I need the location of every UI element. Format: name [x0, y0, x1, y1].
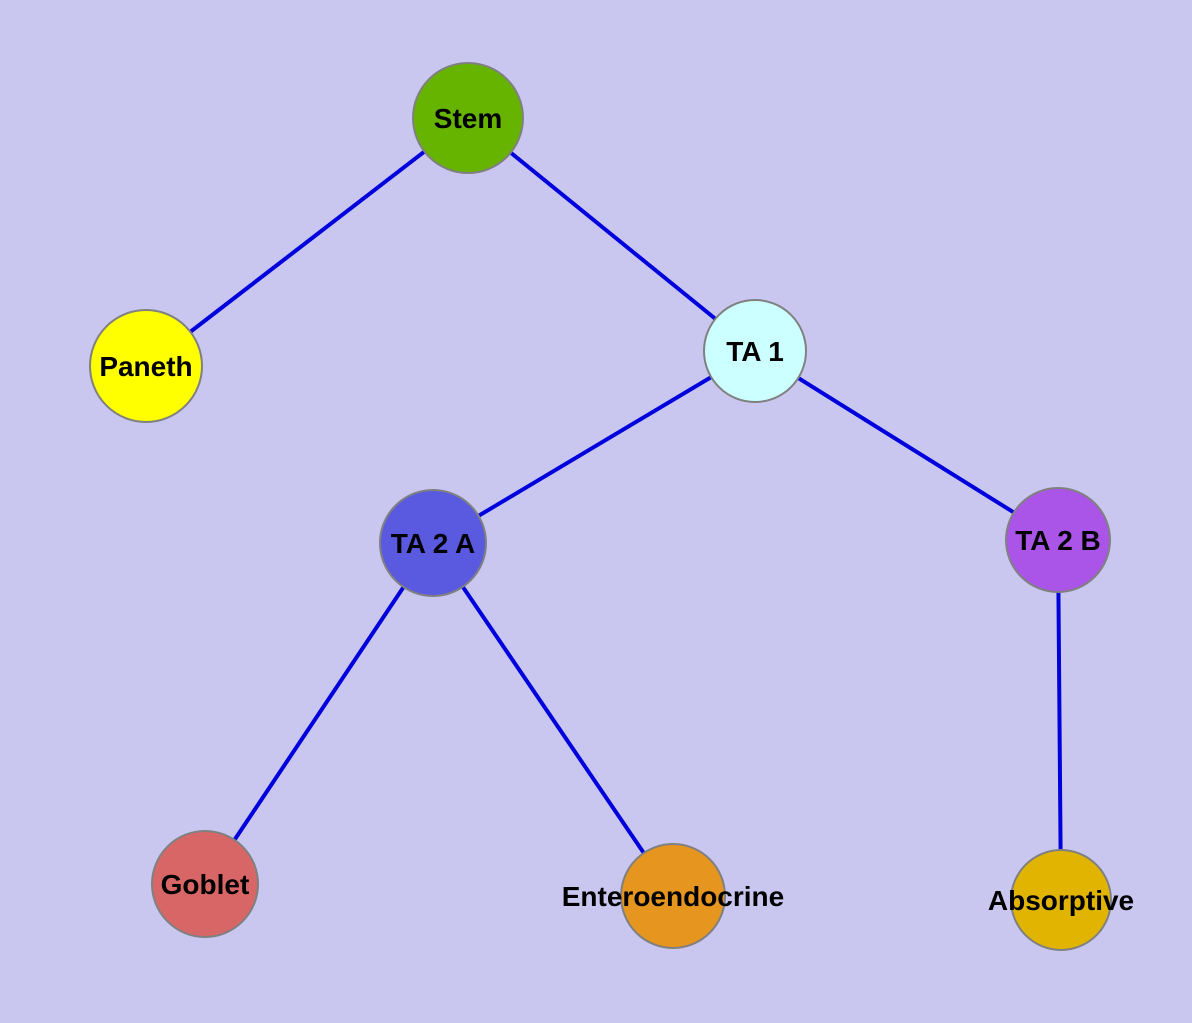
node-circle-goblet[interactable]: [151, 830, 259, 938]
node-circle-absorptive[interactable]: [1010, 849, 1112, 951]
node-circle-enteroendocrine[interactable]: [620, 843, 726, 949]
edge-ta-2-b-absorptive: [1056, 539, 1063, 901]
edge-ta-1-ta-2-b: [753, 349, 1060, 542]
edge-stem-ta-1: [466, 116, 757, 353]
node-ta-2-a[interactable]: TA 2 A: [379, 489, 487, 597]
edge-stem-paneth: [144, 116, 470, 368]
edge-ta-1-ta-2-a: [431, 349, 757, 545]
node-ta-2-b[interactable]: TA 2 B: [1005, 487, 1111, 593]
node-ta-1[interactable]: TA 1: [703, 299, 807, 403]
node-circle-ta-2-a[interactable]: [379, 489, 487, 597]
node-circle-ta-2-b[interactable]: [1005, 487, 1111, 593]
edge-ta-2-a-enteroendocrine: [431, 541, 675, 898]
node-circle-ta-1[interactable]: [703, 299, 807, 403]
node-circle-paneth[interactable]: [89, 309, 203, 423]
edge-ta-2-a-goblet: [203, 541, 435, 886]
node-paneth[interactable]: Paneth: [89, 309, 203, 423]
node-stem[interactable]: Stem: [412, 62, 524, 174]
node-goblet[interactable]: Goblet: [151, 830, 259, 938]
node-circle-stem[interactable]: [412, 62, 524, 174]
